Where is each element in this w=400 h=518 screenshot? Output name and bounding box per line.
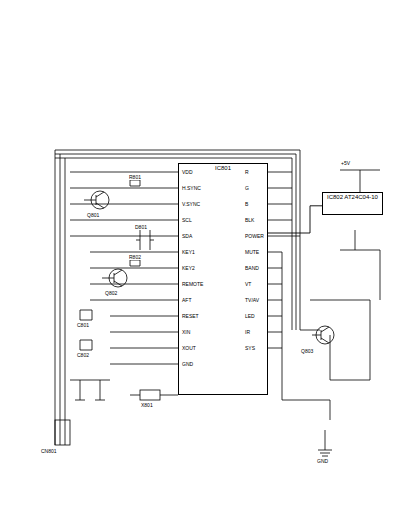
pin-name: SCL [181,217,193,223]
eeprom-ic: IC802 AT24C04-10 [322,192,383,215]
pin-name: KEY1 [181,249,196,255]
pin-name: SYS [244,345,256,351]
pin-name: G [244,185,250,191]
pin-name: RESET [181,313,200,319]
part-label: R801 [128,174,142,180]
pin-name: R [244,169,250,175]
pin-name: MUTE [244,249,260,255]
pin-name: TV/AV [244,297,260,303]
pin-name: XIN [181,329,191,335]
part-label: Q802 [104,290,118,296]
part-label: C802 [76,352,90,358]
pin-name: LED [244,313,256,319]
pin-name: IR [244,329,251,335]
pin-name: H.SYNC [181,185,202,191]
pin-name: XOUT [181,345,197,351]
part-label: R802 [128,254,142,260]
pin-name: BAND [244,265,260,271]
part-label: IC802 AT24C04-10 [323,193,382,202]
pin-name: KEY2 [181,265,196,271]
pin-name: POWER [244,233,265,239]
pin-name: BLK [244,217,255,223]
part-label: Q803 [300,348,314,354]
pin-name: B [244,201,249,207]
pin-name: VDD [181,169,194,175]
part-label: GND [316,458,329,464]
part-label: Q801 [86,212,100,218]
pin-name: SDA [181,233,193,239]
pin-name: V.SYNC [181,201,201,207]
part-label: D801 [134,224,148,230]
pin-name: VT [244,281,252,287]
part-label: CN801 [40,448,58,454]
pin-name: GND [181,361,194,367]
part-label: C801 [76,322,90,328]
part-label: +5V [340,160,351,166]
bus-wire [268,206,322,233]
pin-name: REMOTE [181,281,204,287]
pin-name: AFT [181,297,192,303]
part-label: X801 [140,402,154,408]
